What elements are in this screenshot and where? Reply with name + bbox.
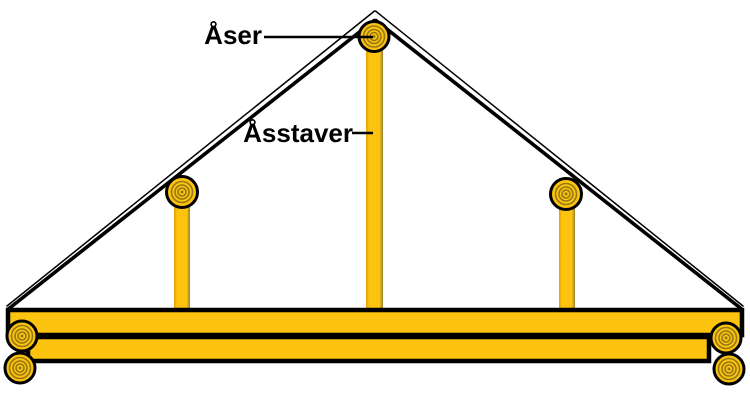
growth-ring <box>14 328 30 344</box>
label-asstaver: Åsstaver <box>243 118 353 148</box>
growth-ring-center <box>564 192 568 196</box>
right-roof-outer-line <box>374 10 744 307</box>
left-upper-corner-log-end <box>5 319 39 353</box>
left-lower-corner-log-end <box>3 351 37 385</box>
growth-ring <box>721 361 737 377</box>
label-aser: Åser <box>204 20 262 50</box>
growth-ring <box>714 326 738 350</box>
log-ends <box>3 20 746 386</box>
left-purlin-log-end <box>165 175 199 209</box>
pointer-lines <box>264 35 373 135</box>
right-purlin-log-end <box>549 177 583 211</box>
growth-ring-center <box>18 366 22 370</box>
growth-ring <box>170 180 194 204</box>
growth-ring <box>17 331 27 341</box>
growth-ring-center <box>20 334 24 338</box>
lower-wall-log <box>25 334 712 364</box>
growth-ring <box>15 363 25 373</box>
right-rafter-line <box>374 18 743 311</box>
growth-ring <box>12 360 28 376</box>
growth-ring-center <box>180 190 184 194</box>
growth-ring <box>177 187 187 197</box>
left-roof-outer-line <box>6 10 376 307</box>
growth-ring-center <box>724 336 728 340</box>
growth-ring-center <box>372 35 376 38</box>
upper-wall-log <box>5 307 745 338</box>
growth-ring <box>717 357 741 381</box>
growth-ring <box>8 356 32 380</box>
right-lower-corner-log-end <box>712 352 746 386</box>
right-purlin-post <box>559 198 575 314</box>
growth-ring <box>174 184 190 200</box>
growth-ring <box>561 189 571 199</box>
ridge-purlin-log-end <box>357 20 391 53</box>
left-purlin-post <box>174 196 190 314</box>
wall-logs <box>5 307 745 364</box>
roof-lines <box>6 10 744 311</box>
growth-ring-center <box>727 367 731 371</box>
growth-ring <box>721 333 731 343</box>
left-rafter-line <box>7 18 376 311</box>
growth-ring <box>554 182 578 206</box>
growth-ring <box>718 330 734 346</box>
center-purlin-post <box>366 38 383 314</box>
purlin-posts <box>174 38 575 314</box>
growth-ring <box>724 364 734 374</box>
growth-ring <box>10 324 34 348</box>
right-upper-corner-log-end <box>709 321 743 355</box>
growth-ring <box>558 186 574 202</box>
